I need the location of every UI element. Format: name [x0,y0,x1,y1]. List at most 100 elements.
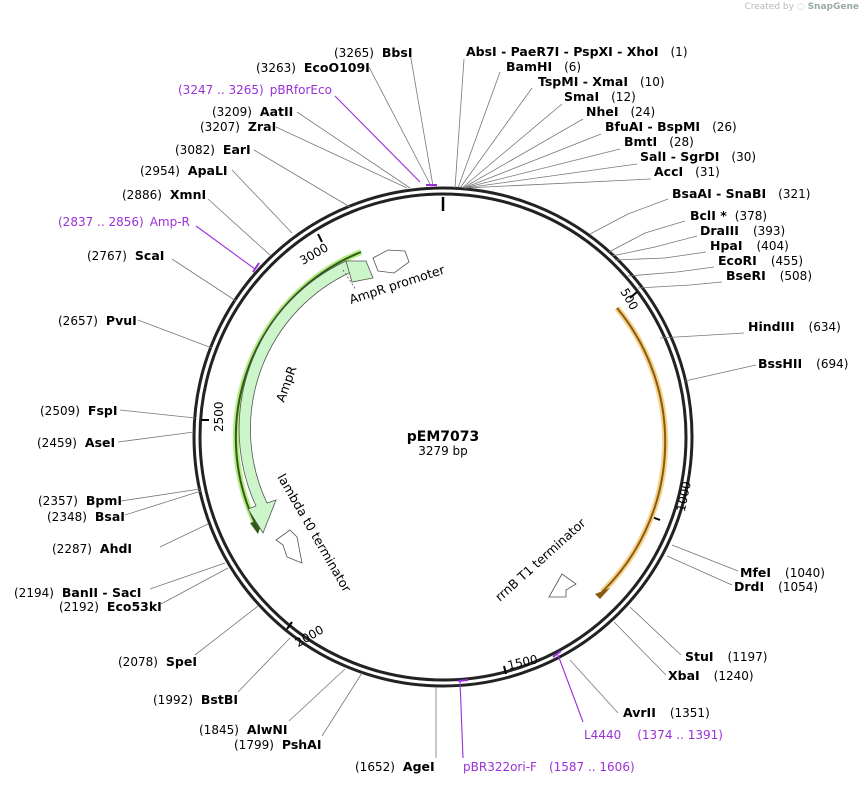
enzyme-label: (2192)Eco53kI [59,599,162,614]
rrnb-t1-terminator-icon [548,573,577,598]
enzyme-name: ScaI [135,248,165,263]
leader-line [589,198,669,235]
enzyme-position: (30) [731,150,756,164]
enzyme-name: EarI [223,142,251,157]
enzyme-label: (3207) ZraI [200,119,276,134]
leader-line [288,668,346,722]
enzyme-position: (2078) [118,655,158,669]
enzyme-position: (1054) [778,580,818,594]
primer-name: Amp-R [150,215,190,229]
enzyme-label: BmtI(28) [624,134,694,149]
enzyme-labels-left: (1652)AgeI (1799)PshAI (1845)AlwNI (1992… [14,45,435,774]
enzyme-name: SalI - SgrDI [640,149,719,164]
leader-line [464,178,652,189]
enzyme-position: (2192) [59,600,99,614]
leader-line [117,431,195,443]
leader-line [463,133,602,189]
credit-brand: SnapGene [807,2,859,12]
enzyme-name: ZraI [248,119,276,134]
leader-line [629,606,682,656]
enzyme-label: (2657)PvuI [58,313,137,328]
enzyme-label: (2509)FspI [40,403,117,418]
enzyme-position: (3082) [175,143,215,157]
primer-mark-pbr322ori [457,679,469,682]
primer-range: (3247 .. 3265) [178,83,264,97]
backbone-inner-ring [198,192,688,682]
rrnb-arc [601,307,667,593]
tick-mark-500 [629,291,638,299]
ampr-promoter-block [345,260,374,283]
enzyme-position: (10) [640,75,665,89]
enzyme-position: (321) [778,187,810,201]
enzyme-label: (2348)BsaI [47,509,125,524]
primer-range: (1374 .. 1391) [637,728,723,742]
enzyme-name: AseI [85,435,115,450]
leader-line [463,148,621,189]
enzyme-name: AlwNI [247,722,288,737]
enzyme-label: (3263) EcoO109I [256,60,370,75]
enzyme-label: DraIII(393) [700,223,785,238]
enzyme-position: (634) [809,320,841,334]
enzyme-name: AatII [260,104,293,119]
backbone-outer-ring [192,186,694,688]
feature-label-rrnb-t1: rrnB T1 terminator [492,515,589,605]
enzyme-name: AhdI [100,541,132,556]
enzyme-label: (2886)XmnI [122,187,206,202]
leader-line [659,332,745,339]
enzyme-label: BamHI(6) [506,59,581,74]
leader-line [569,659,619,714]
enzyme-name: EcoRI [718,253,757,268]
enzyme-name: AgeI [403,759,435,774]
leader-line [608,220,686,253]
enzyme-name: BsaI [95,509,125,524]
enzyme-position: (378) [735,209,767,223]
primer-marks [195,95,584,759]
enzyme-label: (2194)BanII - SacI [14,585,141,600]
enzyme-label: (2767)ScaI [87,248,164,263]
enzyme-label: HpaI(404) [710,238,789,253]
ampr-feature-arrow [238,260,352,534]
enzyme-position: (3207) [200,120,240,134]
enzyme-name: BmtI [624,134,657,149]
leader-line [613,621,667,676]
snapgene-logo-icon: ◌ [796,2,805,12]
leader-lines [117,52,757,758]
enzyme-label: BfuAI - BspMI(26) [605,119,737,134]
leader-line [368,66,432,187]
enzyme-position: (508) [780,269,812,283]
leader-line [159,523,209,548]
enzyme-label: SalI - SgrDI (30) [640,149,756,164]
tick-mark-1500 [503,665,507,675]
tick-label-2500: 2500 [212,401,226,432]
primer-labels: (3247 .. 3265)pBRforEco (2837 .. 2856)Am… [58,83,723,774]
leader-line [409,52,434,187]
primer-line-ampr [195,225,256,270]
enzyme-position: (1799) [234,738,274,752]
enzyme-name: PvuI [106,313,137,328]
primer-name: L4440 [584,728,621,742]
enzyme-name: DrdI [734,579,764,594]
enzyme-position: (31) [695,165,720,179]
enzyme-position: (1197) [728,650,768,664]
enzyme-name: SmaI [564,89,599,104]
enzyme-position: (1040) [785,566,825,580]
leader-line [684,364,757,382]
tick-label-1000: 1000 [674,480,694,513]
leader-line [275,126,408,189]
leader-line [611,235,698,257]
enzyme-label: StuI (1197) [685,649,767,664]
enzyme-name: StuI [685,649,714,664]
tick-label-1500: 1500 [506,652,539,673]
enzyme-name: EcoO109I [304,60,370,75]
enzyme-label: (3082) EarI [175,142,251,157]
enzyme-name: AccI [654,164,683,179]
ampr-arc [234,251,362,528]
enzyme-position: (3263) [256,61,296,75]
primer-name: pBR322ori-F [463,760,537,774]
enzyme-position: (6) [564,60,581,74]
rrnb-arc-glow [599,306,669,595]
ampr-promoter-arrow-icon [372,249,410,274]
enzyme-label: (1845)AlwNI [199,722,288,737]
enzyme-name: HpaI [710,238,743,253]
